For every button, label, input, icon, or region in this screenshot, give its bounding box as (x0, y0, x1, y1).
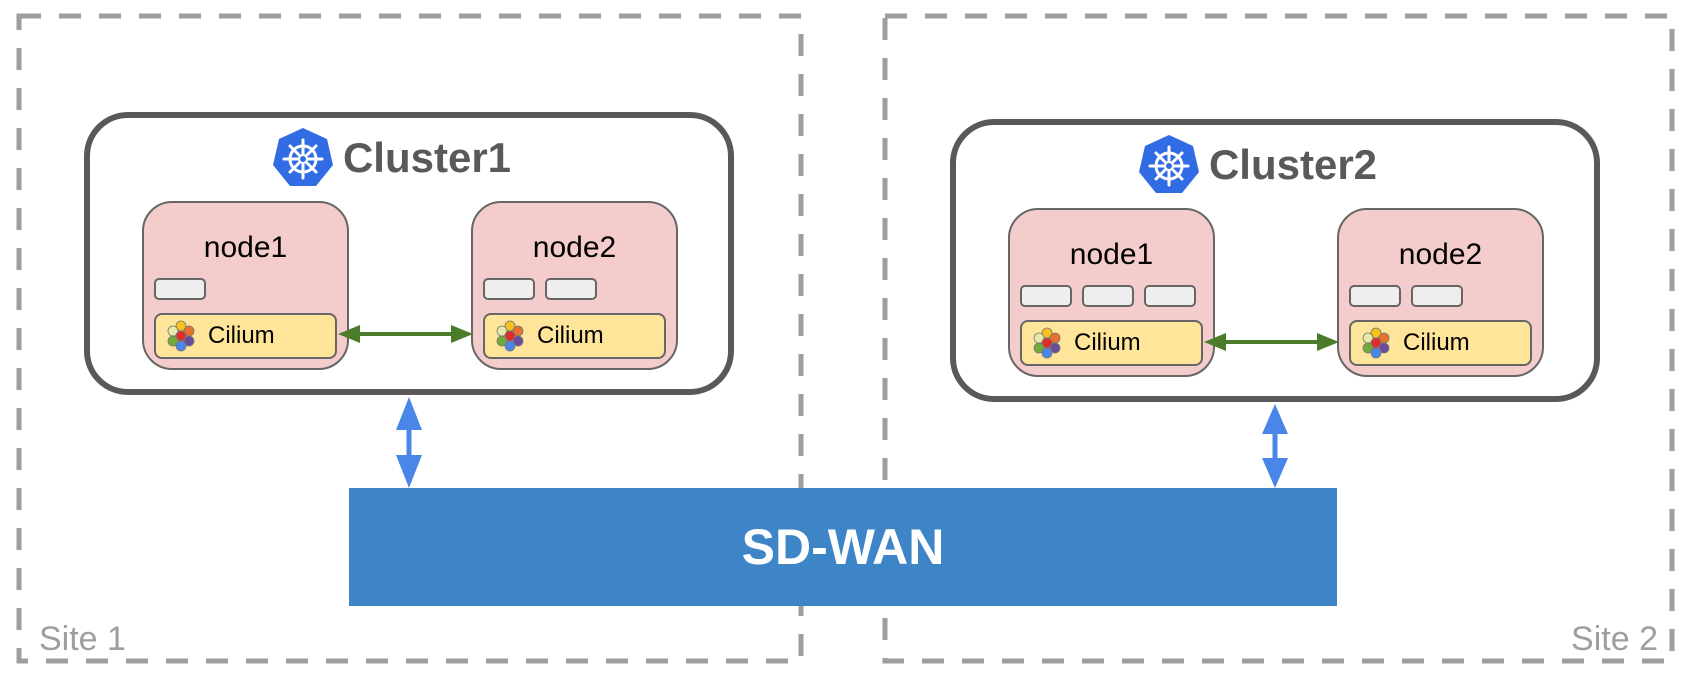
cilium-label: Cilium (1074, 329, 1141, 356)
pod (483, 278, 535, 300)
cilium-icon (1033, 327, 1061, 359)
cilium-agent: Cilium (1349, 320, 1532, 366)
node-name: node2 (532, 231, 617, 264)
cluster-2-title: Cluster2 (938, 133, 1576, 197)
cilium-label: Cilium (208, 322, 275, 349)
cluster-1-node-link-arrow (338, 325, 473, 343)
site-1-boundary: Site 1 (16, 13, 804, 664)
kubernetes-icon (1138, 135, 1199, 193)
pod-list (154, 278, 206, 300)
pod-list (1349, 285, 1463, 307)
cluster-1-name: Cluster1 (342, 134, 512, 181)
cluster-1-node-2: node2 Cilium (471, 201, 678, 370)
site-1-label: Site 1 (39, 620, 126, 658)
site-2-boundary: Site 2 (882, 13, 1675, 664)
site-2-dashed-border (882, 13, 1675, 664)
kubernetes-icon (272, 128, 333, 186)
cilium-agent: Cilium (1020, 320, 1203, 366)
node-name: node1 (1069, 238, 1154, 271)
cilium-label: Cilium (1403, 329, 1470, 356)
cluster-1: Cluster1 node1 Cilium node2 (84, 112, 734, 395)
pod (154, 278, 206, 300)
cluster-1-wan-link-arrow (396, 397, 422, 488)
pod-list (1020, 285, 1196, 307)
cluster-2-name: Cluster2 (1208, 141, 1378, 188)
site-1-dashed-border (16, 13, 804, 664)
pod-list (483, 278, 597, 300)
site-2-label: Site 2 (1571, 620, 1658, 658)
pod (1082, 285, 1134, 307)
cilium-agent: Cilium (483, 313, 666, 359)
cluster-1-title: Cluster1 (72, 126, 710, 190)
node-name: node2 (1398, 238, 1483, 271)
pod (1411, 285, 1463, 307)
cluster-2-node-2: node2 Cilium (1337, 208, 1544, 377)
pod (1020, 285, 1072, 307)
cluster-2-node-1: node1 Cilium (1008, 208, 1215, 377)
node-name: node1 (203, 231, 288, 264)
cilium-agent: Cilium (154, 313, 337, 359)
cilium-icon (496, 320, 524, 352)
cluster-2: Cluster2 node1 Cilium (950, 119, 1600, 402)
cilium-icon (167, 320, 195, 352)
cluster-2-wan-link-arrow (1262, 404, 1288, 488)
cluster-2-node-link-arrow (1204, 333, 1339, 351)
sdwan-label: SD-WAN (741, 519, 945, 575)
sdwan-network: SD-WAN (349, 488, 1337, 606)
cilium-icon (1362, 327, 1390, 359)
cluster-1-node-1: node1 Cilium (142, 201, 349, 370)
pod (1349, 285, 1401, 307)
pod (1144, 285, 1196, 307)
cilium-label: Cilium (537, 322, 604, 349)
pod (545, 278, 597, 300)
